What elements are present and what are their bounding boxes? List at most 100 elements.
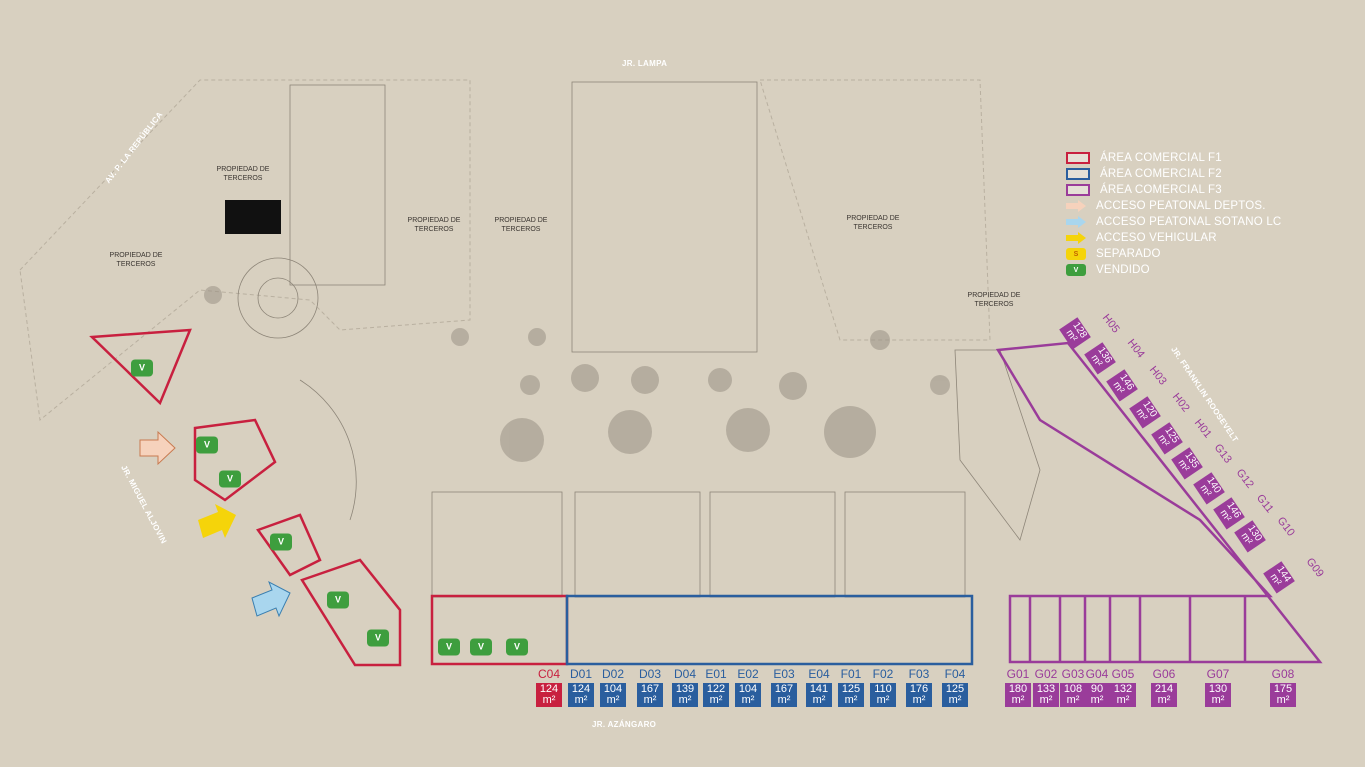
legend-item: ÁREA COMERCIAL F2 xyxy=(1066,166,1281,182)
legend-label: VENDIDO xyxy=(1096,264,1150,276)
plaza-trees xyxy=(204,286,950,462)
info-table xyxy=(225,200,281,234)
legend-item: ACCESO VEHICULAR xyxy=(1066,230,1281,246)
legend-label: ACCESO PEATONAL DEPTOS. xyxy=(1096,200,1266,212)
area-unit: m² xyxy=(1066,694,1080,706)
legend-label: ÁREA COMERCIAL F3 xyxy=(1100,184,1222,196)
area-unit: m² xyxy=(542,694,556,706)
area-unit: m² xyxy=(741,694,755,706)
unit-code: G03 xyxy=(1061,667,1085,681)
building-outlines xyxy=(237,81,1041,598)
legend: ÁREA COMERCIAL F1 ÁREA COMERCIAL F2 ÁREA C… xyxy=(1066,150,1281,278)
pedestrian-access-arrow xyxy=(139,430,176,466)
area-unit: m² xyxy=(844,694,858,706)
area-unit: m² xyxy=(1090,694,1104,706)
area-comercial-f2 xyxy=(565,594,974,666)
area-comercial-f3 xyxy=(995,341,1323,664)
unit-area: 125 xyxy=(841,683,861,695)
legend-label: ÁREA COMERCIAL F2 xyxy=(1100,168,1222,180)
sold-badge[interactable]: V xyxy=(470,638,492,656)
unit-area: 122 xyxy=(706,683,726,695)
sold-badge[interactable]: V xyxy=(438,638,460,656)
third-party-label: PROPIEDAD DE TERCEROS xyxy=(109,252,163,268)
legend-item: ACCESO PEATONAL SOTANO LC xyxy=(1066,214,1281,230)
sold-badge[interactable]: V xyxy=(367,629,389,647)
yellow-badge-icon: S xyxy=(1066,248,1086,260)
street-label-south: JR. AZÁNGARO xyxy=(592,720,657,729)
sold-badge[interactable]: V xyxy=(131,359,153,377)
sold-badge[interactable]: V xyxy=(196,436,218,454)
unit-area: 104 xyxy=(603,683,623,695)
yellow-arrow-icon xyxy=(1066,232,1086,244)
unit-area: 110 xyxy=(874,683,892,695)
unit-code: G05 xyxy=(1111,667,1135,681)
legend-label: ÁREA COMERCIAL F1 xyxy=(1100,152,1222,164)
unit-code: G06 xyxy=(1152,667,1176,681)
area-unit: m² xyxy=(709,694,723,706)
sold-badge[interactable]: V xyxy=(327,591,349,609)
unit-area: 124 xyxy=(539,683,559,695)
unit-area: 176 xyxy=(909,683,929,695)
unit-area: 167 xyxy=(774,683,794,695)
area-unit: m² xyxy=(1116,694,1130,706)
unit-area: 104 xyxy=(738,683,758,695)
unit-code: D03 xyxy=(638,667,661,681)
area-unit: m² xyxy=(777,694,791,706)
legend-item: ÁREA COMERCIAL F3 xyxy=(1066,182,1281,198)
area-unit: m² xyxy=(1011,694,1025,706)
unit-area: 132 xyxy=(1113,683,1133,695)
area-unit: m² xyxy=(876,694,890,706)
unit-area: 214 xyxy=(1154,683,1174,695)
area-unit: m² xyxy=(812,694,826,706)
area-unit: m² xyxy=(574,694,588,706)
sold-badge[interactable]: V xyxy=(219,470,241,488)
unit-code: D01 xyxy=(569,667,592,681)
unit-code: D04 xyxy=(673,667,696,681)
area-unit: m² xyxy=(678,694,692,706)
area-unit: m² xyxy=(948,694,962,706)
lightblue-arrow-icon xyxy=(1066,216,1086,228)
unit-code: F01 xyxy=(840,667,862,681)
area-unit: m² xyxy=(1157,694,1171,706)
basement-access-arrow xyxy=(251,580,291,618)
sold-badge[interactable]: V xyxy=(506,638,528,656)
unit-area: 133 xyxy=(1036,683,1056,695)
unit-code: E04 xyxy=(808,667,830,681)
sold-badge[interactable]: V xyxy=(270,533,292,551)
legend-label: ACCESO VEHICULAR xyxy=(1096,232,1217,244)
unit-code: F04 xyxy=(944,667,966,681)
area-unit: m² xyxy=(1211,694,1225,706)
third-party-lot xyxy=(759,79,991,341)
area-unit: m² xyxy=(912,694,926,706)
unit-area: 180 xyxy=(1008,683,1028,695)
